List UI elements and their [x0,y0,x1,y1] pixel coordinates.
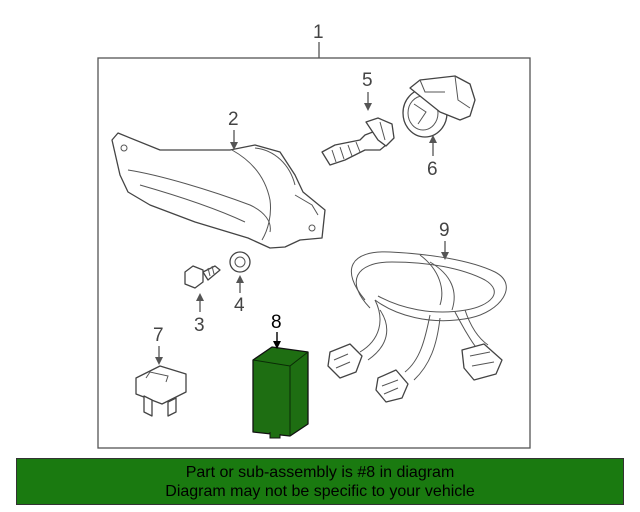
callout-6[interactable]: 6 [427,159,438,180]
wiring-harness[interactable] [327,251,507,403]
callout-2[interactable]: 2 [228,109,239,130]
callout-3[interactable]: 3 [194,315,205,336]
leader-4-arrow [236,275,244,283]
leader-6-arrow [429,135,437,143]
leader-9-arrow [441,252,449,260]
callout-8[interactable]: 8 [271,312,282,333]
banner-line-2: Diagram may not be specific to your vehi… [165,482,475,500]
bolt[interactable] [184,265,221,289]
callout-1[interactable]: 1 [313,22,324,43]
bulb-socket[interactable] [402,75,476,138]
callout-4[interactable]: 4 [234,295,245,316]
parts-diagram-svg: 1 2 5 6 4 [97,22,531,449]
leader-5-arrow [364,103,372,111]
leader-2-arrow [230,142,238,150]
banner-line-1: Part or sub-assembly is #8 in diagram [185,463,455,481]
grommet[interactable] [229,251,251,273]
fuse[interactable] [135,365,187,417]
relay-module-highlighted[interactable] [252,346,309,439]
info-banner: Part or sub-assembly is #8 in diagram Di… [16,458,624,505]
bulb[interactable] [321,117,395,166]
fog-lamp-housing[interactable] [111,132,326,249]
assembly-frame [97,57,531,449]
parts-diagram: 1 2 5 6 4 [97,22,531,449]
callout-7[interactable]: 7 [153,325,164,346]
leader-8-arrow [273,341,281,349]
leader-7-arrow [155,357,163,365]
callout-5[interactable]: 5 [362,70,373,91]
callout-9[interactable]: 9 [439,220,450,241]
leader-3-arrow [196,293,204,301]
